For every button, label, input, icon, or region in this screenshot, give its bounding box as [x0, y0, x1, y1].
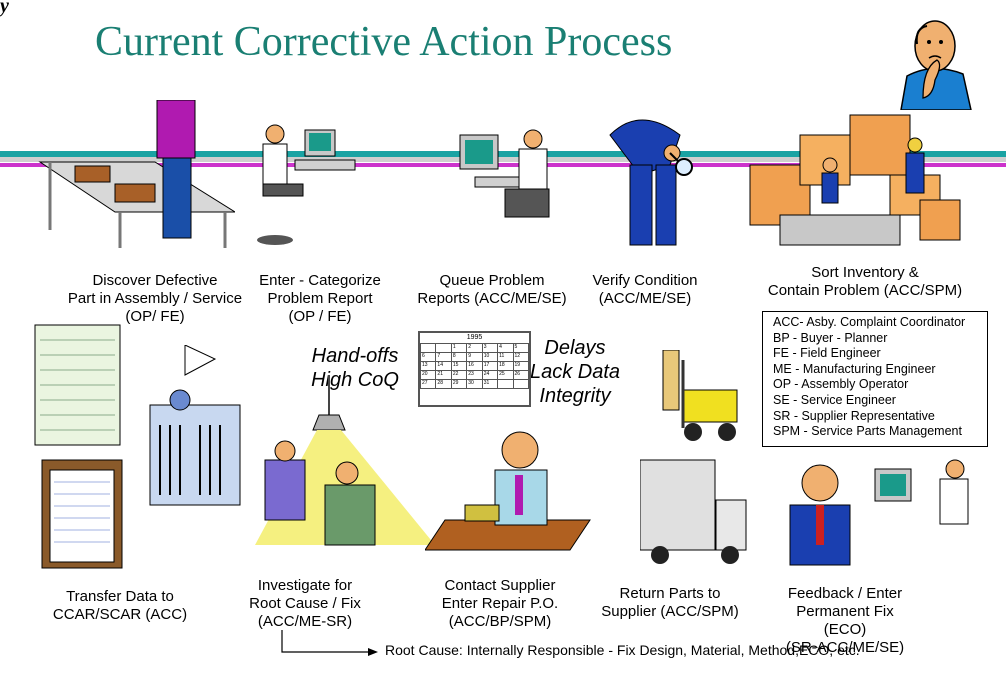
worker-at-computer-clipart — [257, 124, 356, 245]
inventory-boxes-clipart — [749, 114, 961, 246]
calendar-day: 2 — [466, 343, 483, 353]
legend-item: SR - Supplier Representative — [773, 408, 935, 423]
root-cause-note: Root Cause: Internally Responsible - Fix… — [385, 642, 860, 658]
role-legend: ACC- Asby. Complaint Coordinator BP - Bu… — [762, 311, 988, 447]
calendar-day: 5 — [512, 343, 530, 353]
calendar-day: 29 — [450, 379, 468, 389]
calendar-day: 25 — [497, 370, 514, 380]
calendar-day: 21 — [435, 370, 452, 380]
calendar-day: 1 — [450, 343, 468, 353]
calendar-day: 11 — [497, 352, 514, 362]
root-cause-arrow — [281, 630, 378, 656]
process-band-gray — [0, 157, 1006, 162]
calendar-day — [512, 379, 530, 389]
calendar-day: 7 — [435, 352, 452, 362]
calendar-day: 14 — [435, 361, 452, 371]
page-title: Current Corrective Action Process — [95, 19, 673, 65]
step-caption-return: Return Parts to Supplier (ACC/SPM) — [601, 585, 739, 620]
legend-item: SE - Service Engineer — [773, 392, 896, 407]
calendar-day: 6 — [419, 352, 437, 362]
buried-in-paper-clipart — [149, 345, 241, 506]
process-band-magenta — [0, 163, 1006, 167]
calendar-day: 15 — [450, 361, 468, 371]
slide-marker: y — [0, 0, 9, 17]
legend-item: SPM - Service Parts Management — [773, 424, 962, 439]
calendar-day: 30 — [466, 379, 483, 389]
handoffs-note: Hand-offs High CoQ — [311, 345, 399, 391]
calendar-day: 17 — [481, 361, 499, 371]
step-caption-transfer: Transfer Data to CCAR/SCAR (ACC) — [52, 588, 188, 623]
calendar-day: 24 — [481, 370, 499, 380]
legend-item: FE - Field Engineer — [773, 346, 881, 361]
thinking-man-icon — [900, 20, 972, 110]
process-band-teal — [0, 151, 1006, 157]
calendar-day — [497, 379, 514, 389]
forklift-clipart — [662, 350, 738, 441]
step-caption-investigate: Investigate for Root Cause / Fix (ACC/ME… — [249, 577, 361, 630]
paperwork-clipboard-clipart — [34, 324, 123, 569]
investigation-spotlight-clipart — [255, 375, 435, 546]
step-caption-sort: Sort Inventory & Contain Problem (ACC/SP… — [767, 264, 963, 299]
calendar-day: 8 — [450, 352, 468, 362]
phone-call-desk-clipart — [425, 431, 591, 551]
calendar-day: 26 — [512, 370, 530, 380]
calendar-day: 22 — [450, 370, 468, 380]
step-caption-contact: Contact Supplier Enter Repair P.O. (ACC/… — [441, 577, 559, 630]
step-caption-verify: Verify Condition (ACC/ME/SE) — [592, 272, 698, 307]
calendar-day — [419, 343, 437, 353]
calendar-day: 13 — [419, 361, 437, 371]
legend-item: BP - Buyer - Planner — [773, 330, 888, 345]
calendar-day: 12 — [512, 352, 530, 362]
calendar-day: 23 — [466, 370, 483, 380]
delays-note: Delays Lack Data Integrity — [529, 337, 621, 407]
legend-item: ME - Manufacturing Engineer — [773, 361, 936, 376]
inspector-with-magnifier-clipart — [609, 119, 693, 246]
calendar-day: 4 — [497, 343, 514, 353]
step-caption-discover: Discover Defective Part in Assembly / Se… — [67, 272, 243, 325]
legend-item: OP - Assembly Operator — [773, 377, 909, 392]
legend-item: ACC- Asby. Complaint Coordinator — [773, 315, 966, 329]
step-caption-feedback: Feedback / Enter Permanent Fix (ECO) (SR… — [785, 585, 905, 656]
calendar-day: 10 — [481, 352, 499, 362]
step-caption-queue: Queue Problem Reports (ACC/ME/SE) — [417, 272, 567, 307]
calendar-day: 19 — [512, 361, 530, 371]
calendar-day: 18 — [497, 361, 514, 371]
calendar-day: 3 — [481, 343, 499, 353]
calendar-day: 16 — [466, 361, 483, 371]
delivery-truck-clipart — [640, 459, 747, 564]
assembly-line-clipart — [38, 100, 235, 248]
calendar-day: 31 — [481, 379, 499, 389]
step-caption-enter: Enter - Categorize Problem Report (OP / … — [259, 272, 381, 325]
calendar-day — [435, 343, 452, 353]
calendar-year: 1995 — [466, 334, 483, 341]
calendar-day: 28 — [435, 379, 452, 389]
phone-and-computer-clipart — [789, 459, 969, 566]
worker-at-terminal-clipart — [459, 129, 550, 218]
calendar-day: 9 — [466, 352, 483, 362]
